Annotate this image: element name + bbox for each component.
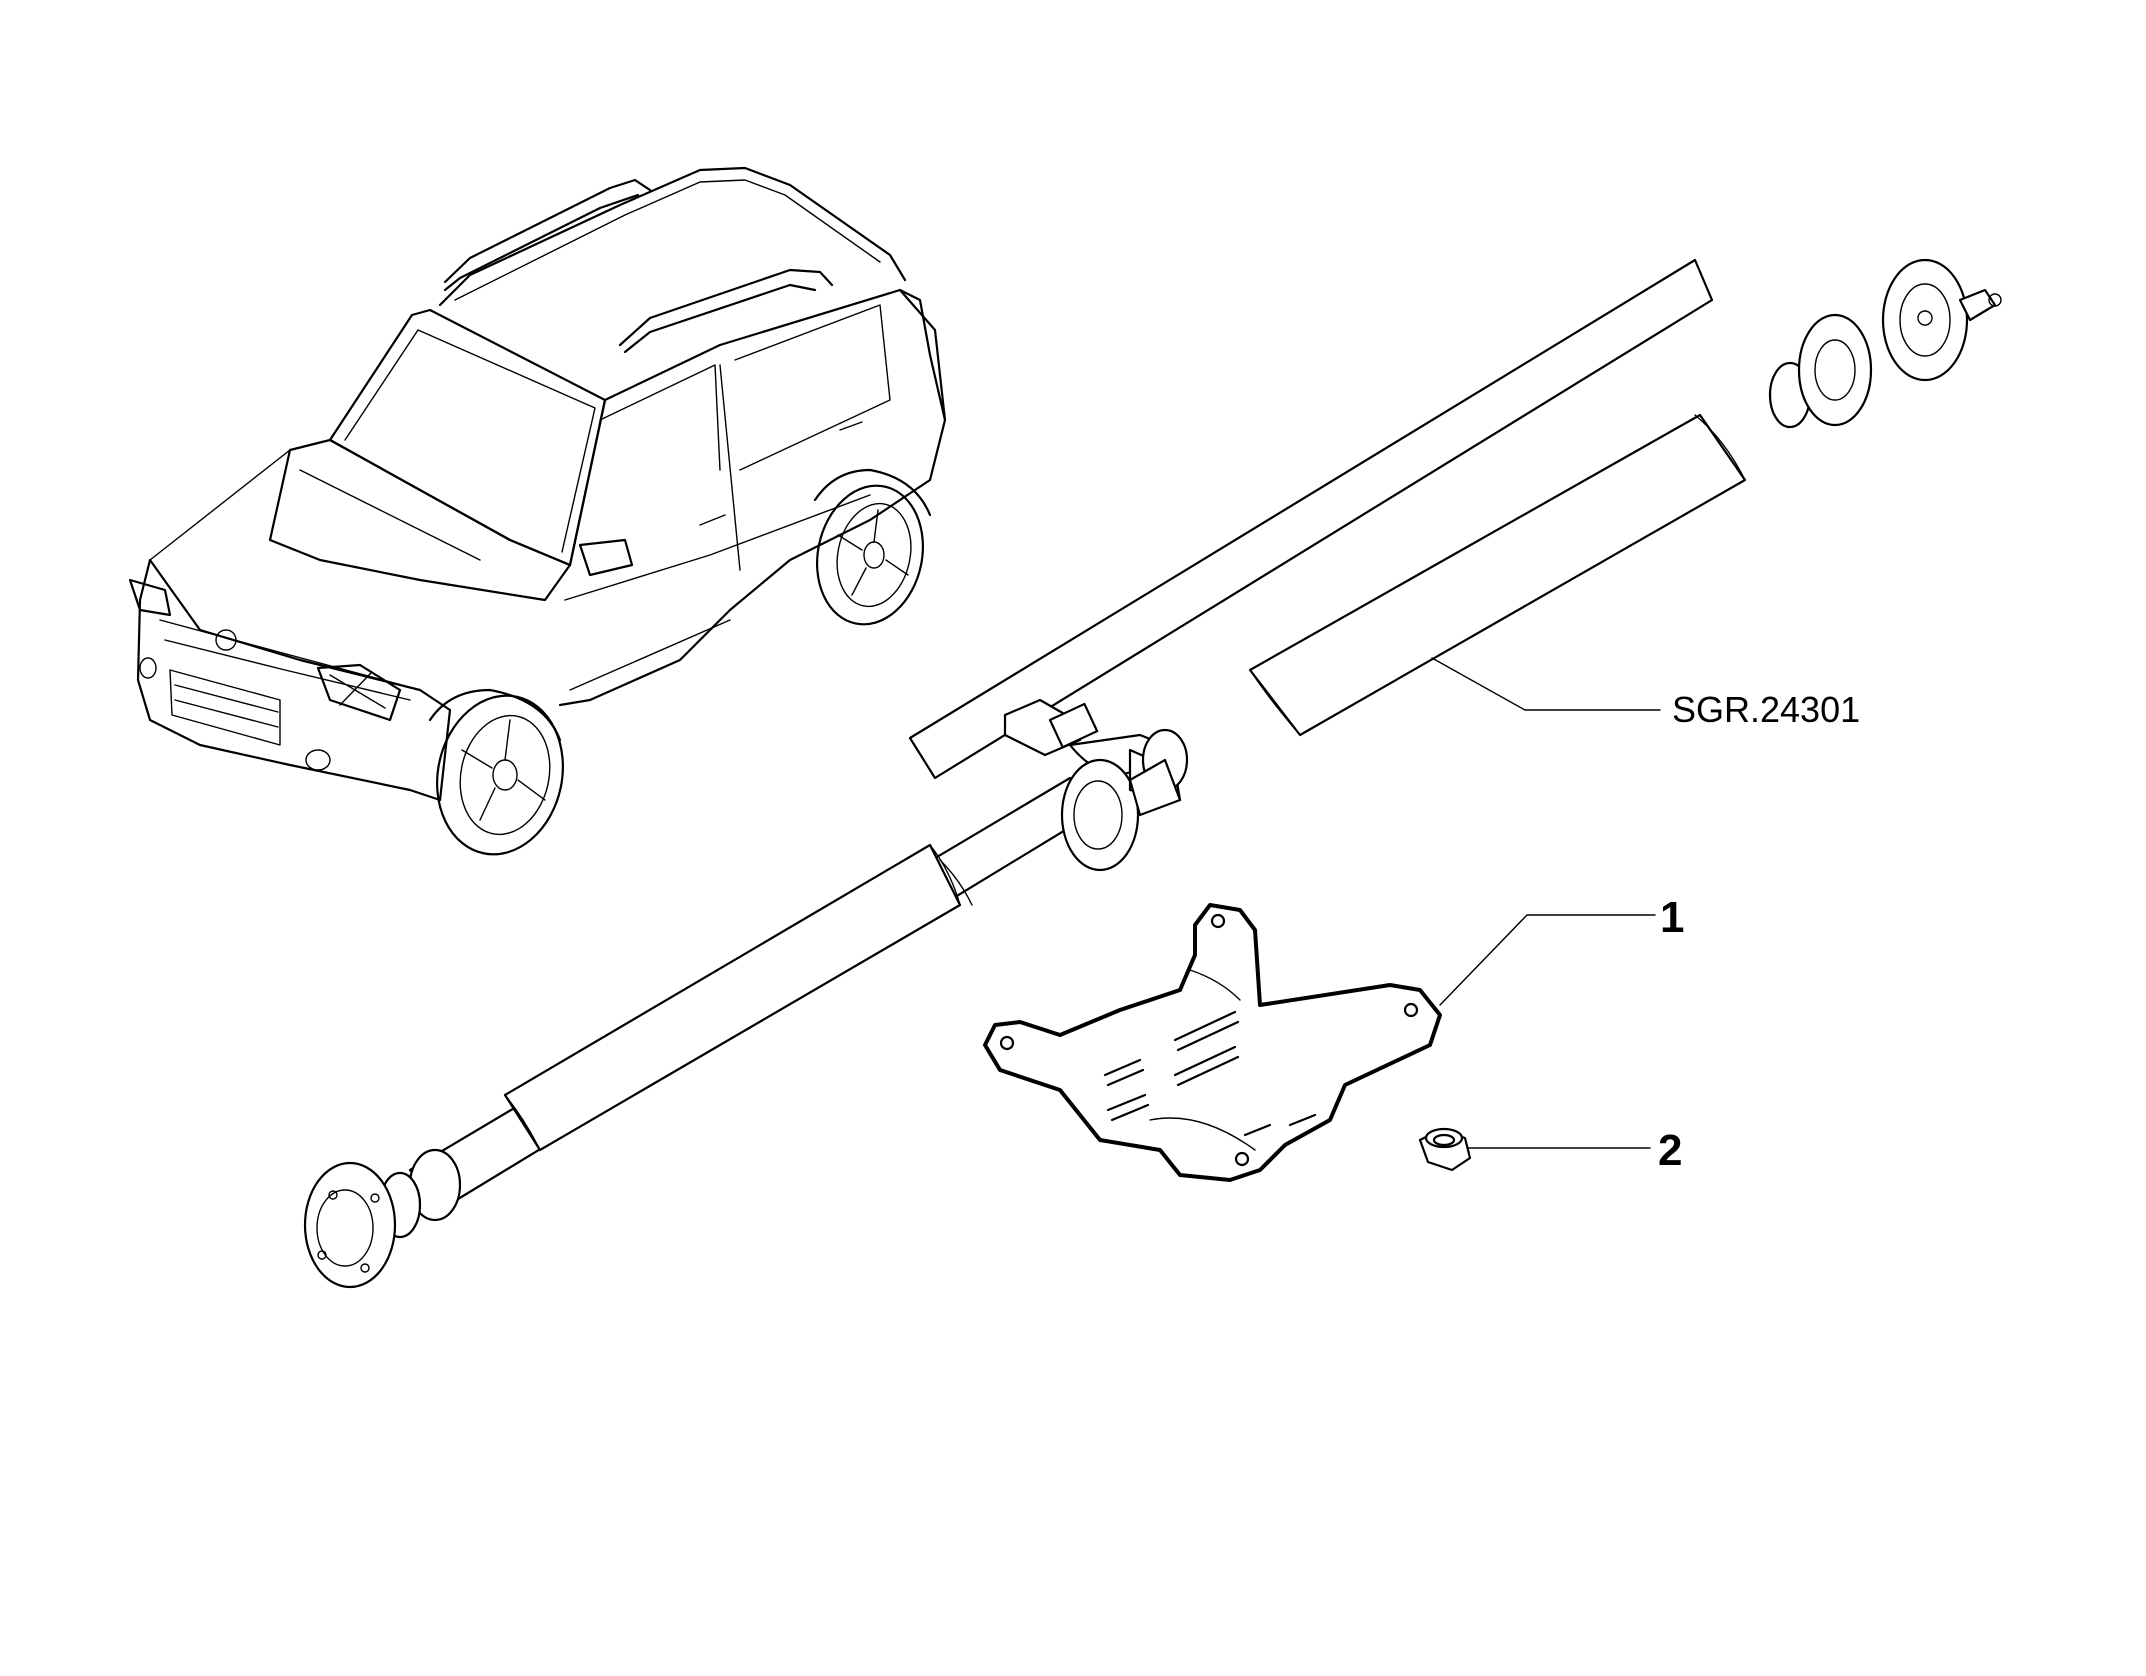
nut [1418, 1127, 1472, 1172]
reference-label: SGR.24301 [1672, 689, 1860, 730]
leader-line-1 [1439, 914, 1656, 1006]
vehicle-illustration [128, 166, 947, 856]
mounting-bracket [983, 903, 1442, 1182]
drive-shaft [303, 258, 2002, 1289]
rear-flange [303, 1148, 462, 1289]
front-wheel [436, 694, 564, 856]
rear-wheel [815, 484, 925, 626]
callout-number-2: 2 [1658, 1126, 1682, 1175]
front-flange [1768, 258, 2002, 429]
center-bearing [1003, 698, 1189, 872]
leader-line-reference [1431, 657, 1661, 711]
callout-number-1: 1 [1660, 893, 1684, 942]
